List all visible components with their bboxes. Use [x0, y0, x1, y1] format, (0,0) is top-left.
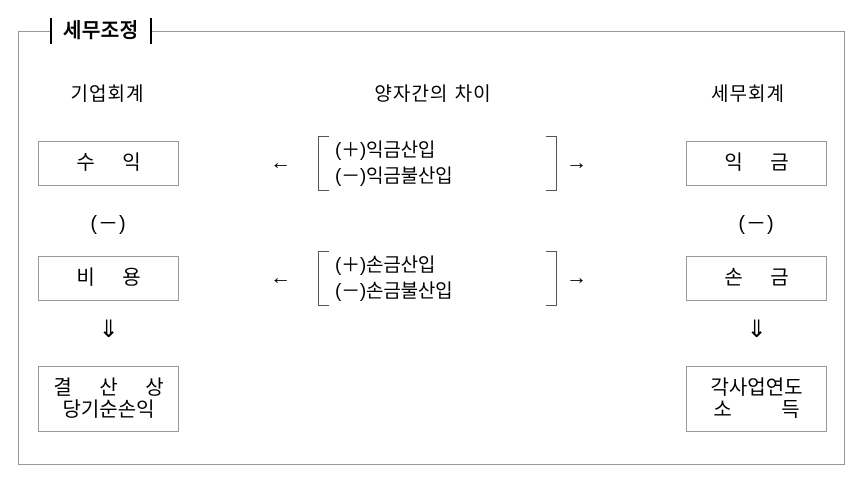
income-addition-label: (＋)익금산입	[335, 140, 436, 161]
bracket-right-icon-row2	[546, 251, 557, 307]
box-taxable-income-line2: 소 득	[713, 399, 822, 421]
box-deductible-expense-label: 손 금	[724, 267, 800, 290]
box-deductible-expense: 손 금	[686, 256, 827, 301]
column-header-difference: 양자간의 차이	[374, 84, 492, 105]
bracket-right-icon-row1	[546, 136, 557, 192]
legend-tick-left	[50, 18, 52, 44]
bracket-spacer-row2	[510, 251, 546, 306]
down-arrow-icon-right: ⇓	[746, 316, 767, 343]
column-header-corporate-accounting: 기업회계	[70, 84, 145, 105]
income-exclusion-label: (－)익금불산입	[335, 165, 453, 187]
bracket-group-income-adjustment: (＋)익금산입 (－)익금불산입	[318, 136, 557, 192]
expense-addition-label: (＋)손금산입	[335, 255, 436, 276]
box-gross-income-label: 익 금	[724, 152, 800, 175]
box-net-income-line2: 당기순손익	[62, 399, 155, 421]
bracket-spacer-row1	[510, 136, 546, 191]
box-revenue: 수 익	[38, 141, 179, 186]
bracket-left-icon-row2	[318, 251, 329, 307]
left-arrow-icon-row2: ←	[270, 266, 291, 289]
operator-minus-left: (－)	[90, 213, 127, 235]
diagram-frame	[18, 31, 845, 465]
box-net-income: 결 산 상 당기순손익	[38, 366, 179, 432]
operator-minus-right: (－)	[738, 213, 775, 235]
down-arrow-icon-left: ⇓	[98, 316, 119, 343]
box-revenue-label: 수 익	[76, 152, 152, 175]
bracket-group-expense-adjustment: (＋)손금산입 (－)손금불산입	[318, 251, 557, 307]
column-header-tax-accounting: 세무회계	[711, 84, 785, 105]
bracket-left-icon-row1	[318, 136, 329, 192]
box-taxable-income: 각사업연도 소 득	[686, 366, 827, 432]
bracket-content-row2: (＋)손금산입 (－)손금불산입	[329, 251, 510, 306]
expense-exclusion-label: (－)손금불산입	[335, 280, 453, 302]
box-taxable-income-line1: 각사업연도	[710, 376, 803, 399]
right-arrow-icon-row2: →	[566, 266, 587, 289]
box-net-income-line1: 결 산 상	[53, 376, 175, 399]
legend-title: 세무조정	[63, 20, 139, 42]
box-gross-income: 익 금	[686, 141, 827, 186]
legend-tick-right	[149, 18, 152, 44]
bracket-content-row1: (＋)익금산입 (－)익금불산입	[329, 136, 510, 191]
diagram-legend: 세무조정	[50, 16, 152, 46]
box-expense: 비 용	[38, 256, 179, 301]
right-arrow-icon-row1: →	[566, 151, 587, 174]
box-expense-label: 비 용	[76, 267, 152, 290]
left-arrow-icon-row1: ←	[270, 151, 291, 174]
